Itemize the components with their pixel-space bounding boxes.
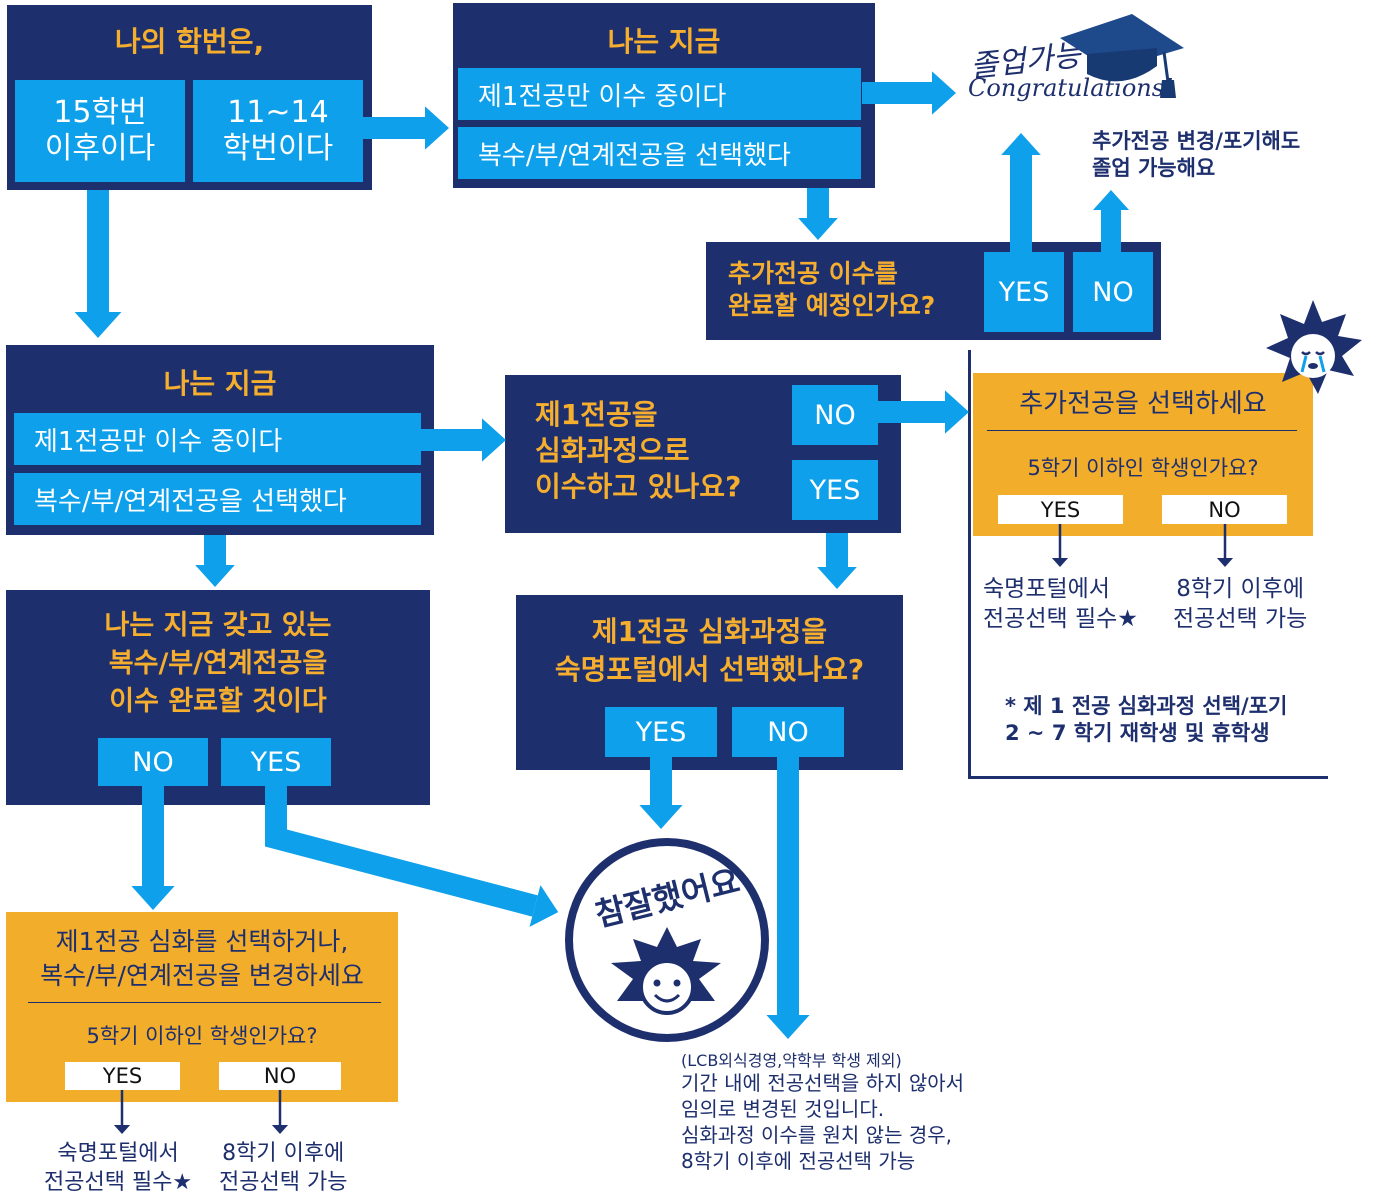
arrow-top-to-additional xyxy=(798,188,838,240)
choose-additional-no-result: 8학기 이후에 전공선택 가능 xyxy=(1173,576,1308,632)
top-now-title: 나는 지금 xyxy=(607,25,721,58)
portal-no-button[interactable]: NO xyxy=(732,707,844,757)
complete-question-text: 나는 지금 갖고 있는 복수/부/연계전공을 이수 완료할 것이다 xyxy=(104,610,332,717)
additional-no-button[interactable]: NO xyxy=(1073,252,1153,332)
change-major-no-result: 8학기 이후에 전공선택 가능 xyxy=(219,1141,348,1195)
student-id-title: 나의 학번은, xyxy=(114,25,265,58)
change-major-question: 5학기 이하인 학생인가요? xyxy=(86,1024,318,1048)
choose-additional-yes[interactable]: YES xyxy=(998,495,1123,524)
arrow-top-to-graduate xyxy=(862,71,956,115)
footnote: * 제 1 전공 심화과정 선택/포기 2 ~ 7 학기 재학생 및 휴학생 xyxy=(1005,694,1288,746)
top-option-double-major[interactable]: 복수/부/연계전공을 선택했다 xyxy=(458,127,861,179)
intensive-no-button[interactable]: NO xyxy=(792,385,878,445)
footnote-bracket-base xyxy=(968,776,1328,779)
intensive-yes-button[interactable]: YES xyxy=(792,460,878,520)
change-major-yes-result: 숙명포털에서 전공선택 필수★ xyxy=(44,1141,193,1195)
choose-additional-question: 5학기 이하인 학생인가요? xyxy=(1027,456,1259,480)
choose-additional-title: 추가전공을 선택하세요 xyxy=(1019,389,1267,419)
portal-yes-button[interactable]: YES xyxy=(605,707,717,757)
graduate-note: 추가전공 변경/포기해도 졸업 가능해요 xyxy=(1092,129,1301,181)
congratulations-text: Congratulations! xyxy=(968,74,1174,102)
option-11-to-14[interactable]: 11~14 학번이다 xyxy=(193,80,363,182)
arrow-intensive-yes-to-portal xyxy=(817,533,857,589)
option-15-or-later[interactable]: 15학번 이후이다 xyxy=(15,80,185,182)
choose-additional-yes-result: 숙명포털에서 전공선택 필수★ xyxy=(983,576,1138,632)
additional-yes-button[interactable]: YES xyxy=(984,252,1064,332)
note-small: (LCB외식경영,약학부 학생 제외) xyxy=(681,1051,902,1070)
note-body: 기간 내에 전공선택을 하지 않아서 임의로 변경된 것입니다. 심화과정 이수… xyxy=(681,1071,965,1173)
arrow-start-to-top xyxy=(363,106,449,150)
change-major-divider xyxy=(28,1002,381,1003)
complete-no-button[interactable]: NO xyxy=(98,738,208,786)
footnote-bracket xyxy=(968,350,971,778)
arrow-yes-to-graduate xyxy=(1001,133,1041,252)
graduation-cap-icon xyxy=(1060,14,1184,98)
additional-question-text: 추가전공 이수를 완료할 예정인가요? xyxy=(728,259,936,320)
mid-option-double-major[interactable]: 복수/부/연계전공을 선택했다 xyxy=(14,473,421,525)
mascot-crying-icon xyxy=(1266,300,1362,394)
complete-question-box xyxy=(6,590,430,805)
change-major-no[interactable]: NO xyxy=(219,1062,341,1090)
arrow-portal-no-to-note xyxy=(766,757,810,1039)
top-option-first-major[interactable]: 제1전공만 이수 중이다 xyxy=(458,68,861,120)
choose-additional-no[interactable]: NO xyxy=(1162,495,1287,524)
arrow-mid-to-complete xyxy=(195,535,235,587)
complete-yes-button[interactable]: YES xyxy=(221,738,331,786)
arrow-start-to-mid xyxy=(74,190,122,338)
arrow-complete-yes-to-stamp xyxy=(265,786,559,927)
portal-question-text: 제1전공 심화과정을 숙명포털에서 선택했나요? xyxy=(554,615,865,686)
choose-additional-divider xyxy=(987,430,1297,431)
mascot-smile-icon xyxy=(611,927,721,1015)
change-major-title: 제1전공 심화를 선택하거나, 복수/부/연계전공을 변경하세요 xyxy=(40,927,364,990)
change-major-yes[interactable]: YES xyxy=(65,1062,180,1090)
mid-option-first-major[interactable]: 제1전공만 이수 중이다 xyxy=(14,413,421,465)
intensive-question-text: 제1전공을 심화과정으로 이수하고 있나요? xyxy=(535,398,742,503)
mid-now-title: 나는 지금 xyxy=(163,367,277,400)
